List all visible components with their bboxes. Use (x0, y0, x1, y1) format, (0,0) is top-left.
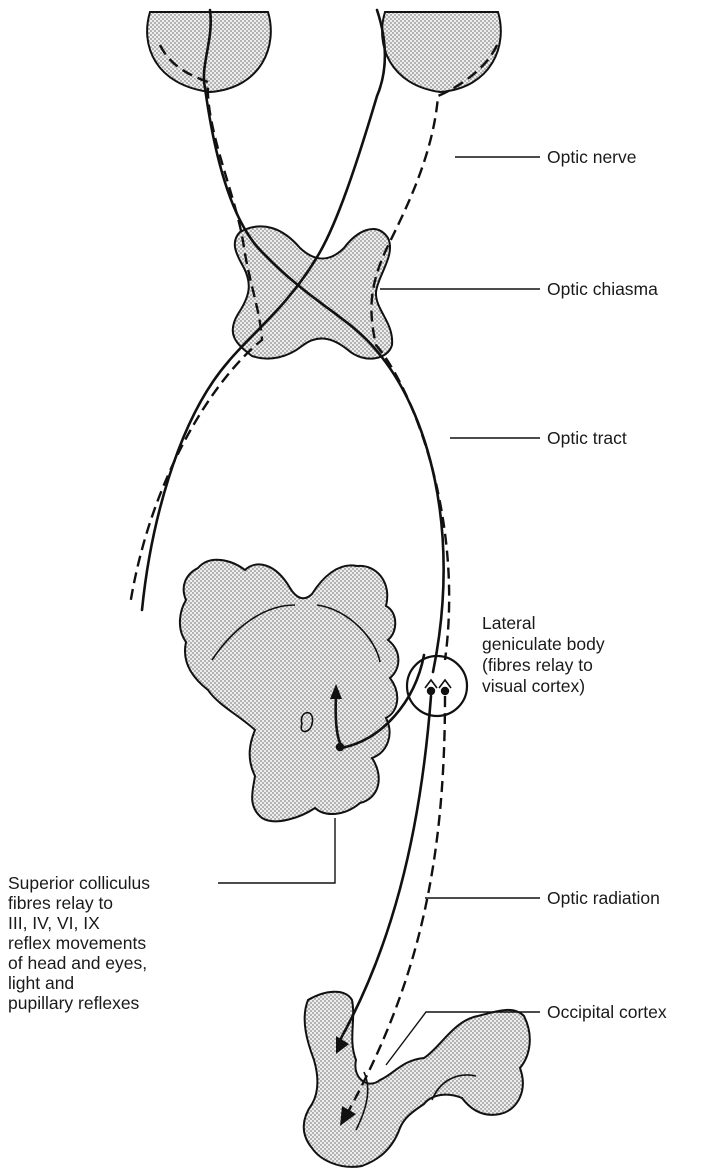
occipital-cortex-shape (304, 992, 530, 1167)
label-superior-colliculus: Superior colliculus fibres relay to III,… (8, 873, 155, 1013)
midbrain-section (180, 560, 398, 822)
label-optic-tract: Optic tract (547, 428, 627, 448)
right-eyeball (382, 12, 501, 92)
colliculus-relay-dot (336, 743, 345, 752)
leader-superior-colliculus (218, 818, 335, 883)
lgb-relay-dot-right (441, 687, 449, 695)
label-optic-chiasma: Optic chiasma (547, 279, 658, 299)
label-optic-radiation: Optic radiation (547, 888, 660, 908)
label-occipital-cortex: Occipital cortex (547, 1002, 667, 1022)
left-eyeball (147, 12, 271, 92)
label-lateral-geniculate: Lateral geniculate body (fibres relay to… (482, 613, 609, 696)
label-optic-nerve: Optic nerve (547, 147, 636, 167)
lateral-geniculate-circle (407, 656, 467, 716)
dashed-fibre-right (371, 45, 497, 660)
lgb-relay-dot-left (427, 687, 435, 695)
